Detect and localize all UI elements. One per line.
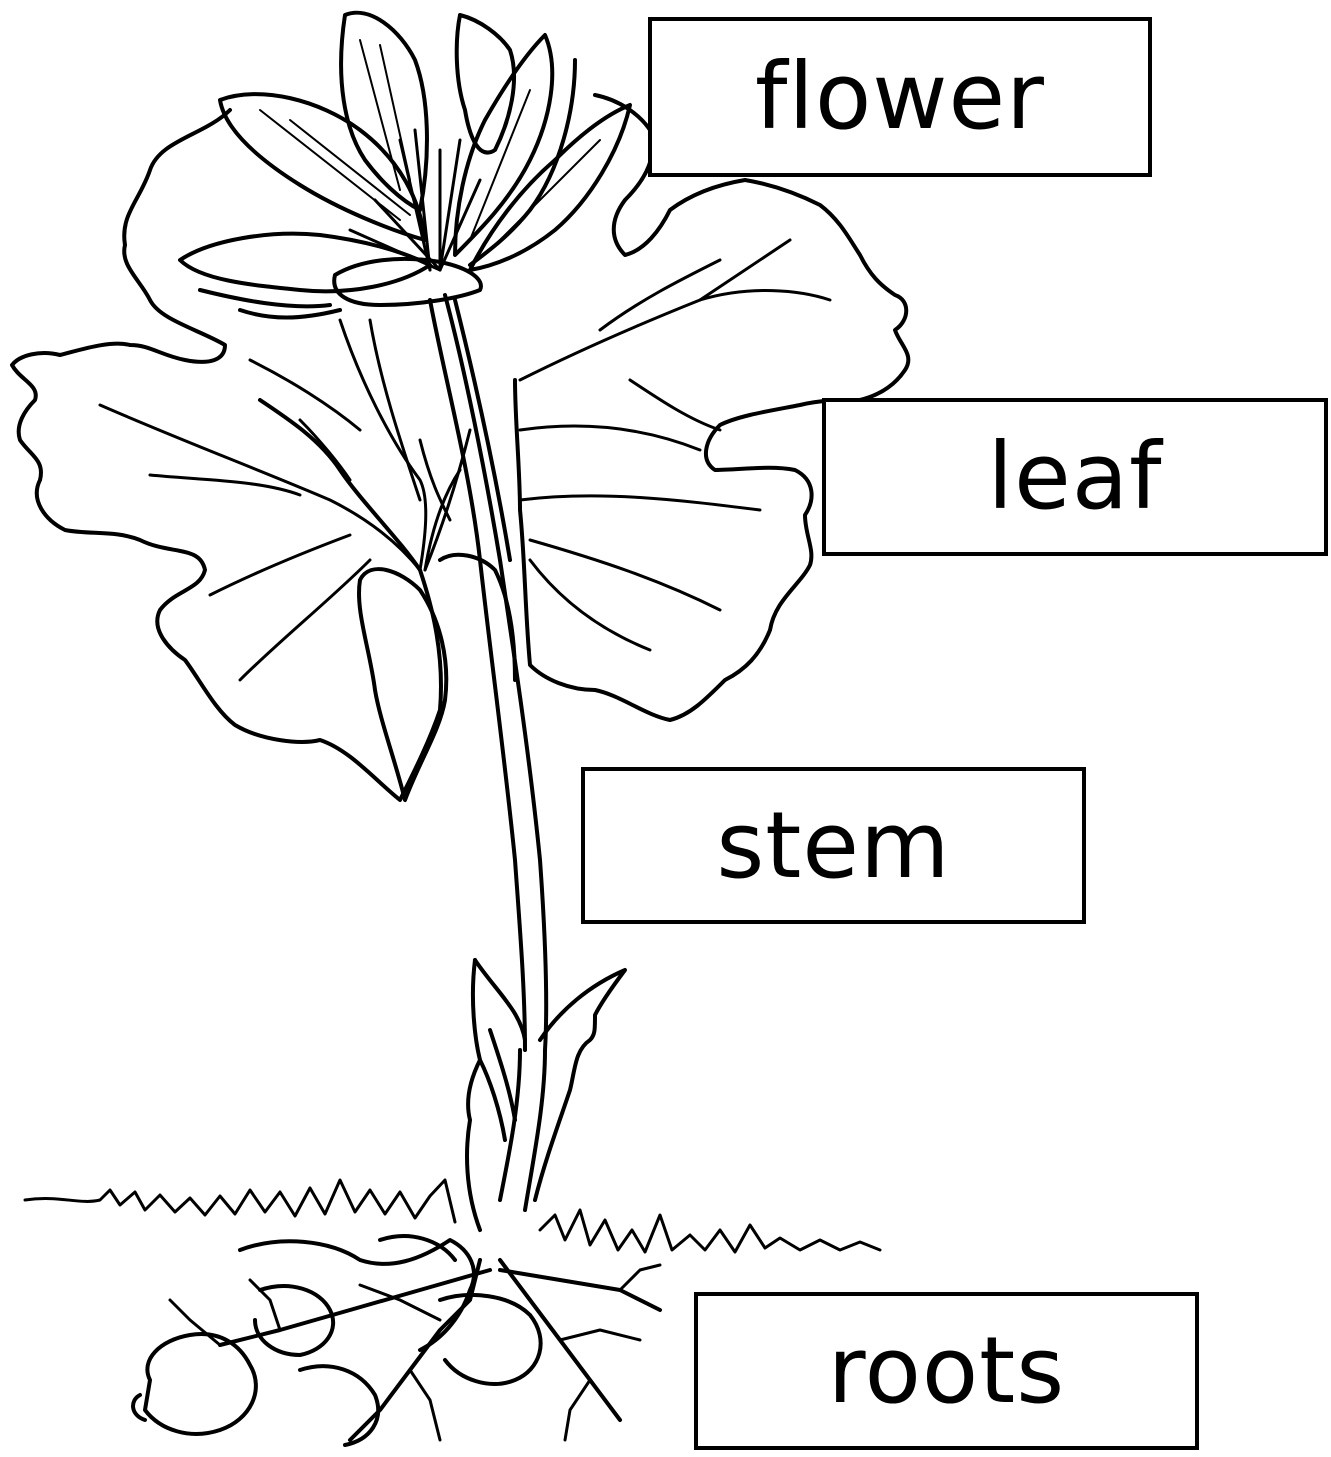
flower-drawing <box>180 13 630 318</box>
label-box-stem: stem <box>581 767 1086 924</box>
roots-drawing <box>133 1236 660 1445</box>
leaf-left-veins <box>100 320 470 680</box>
label-leaf: leaf <box>988 431 1163 523</box>
label-stem: stem <box>716 800 950 892</box>
leaf-inner <box>359 555 515 800</box>
label-box-roots: roots <box>694 1292 1199 1450</box>
leaf-right-veins <box>520 240 830 650</box>
label-roots: roots <box>828 1325 1065 1417</box>
label-box-flower: flower <box>648 17 1152 177</box>
stem-drawing <box>430 295 546 1210</box>
label-box-leaf: leaf <box>822 398 1328 556</box>
label-flower: flower <box>755 51 1045 143</box>
